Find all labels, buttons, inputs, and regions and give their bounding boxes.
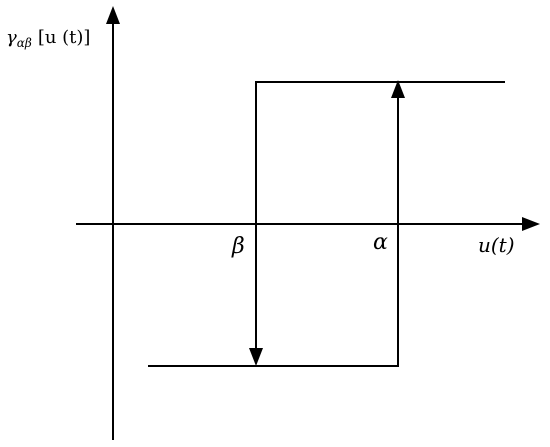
lower-branch — [148, 96, 399, 367]
alpha-label: α — [373, 230, 388, 255]
y-axis-label-subscript: αβ — [17, 36, 32, 50]
x-axis-arrowhead — [522, 217, 540, 231]
y-axis-label-argument: [u (t)] — [38, 27, 91, 48]
y-axis-label-symbol: γ — [6, 27, 17, 48]
x-axis-label: u(t) — [478, 233, 515, 257]
beta-down-arrowhead — [249, 348, 263, 366]
alpha-up-arrowhead — [391, 80, 405, 98]
upper-branch — [255, 81, 505, 360]
beta-label: β — [231, 234, 245, 259]
y-axis-label: γαβ [u (t)] — [6, 27, 90, 50]
y-axis-arrowhead — [106, 6, 120, 24]
